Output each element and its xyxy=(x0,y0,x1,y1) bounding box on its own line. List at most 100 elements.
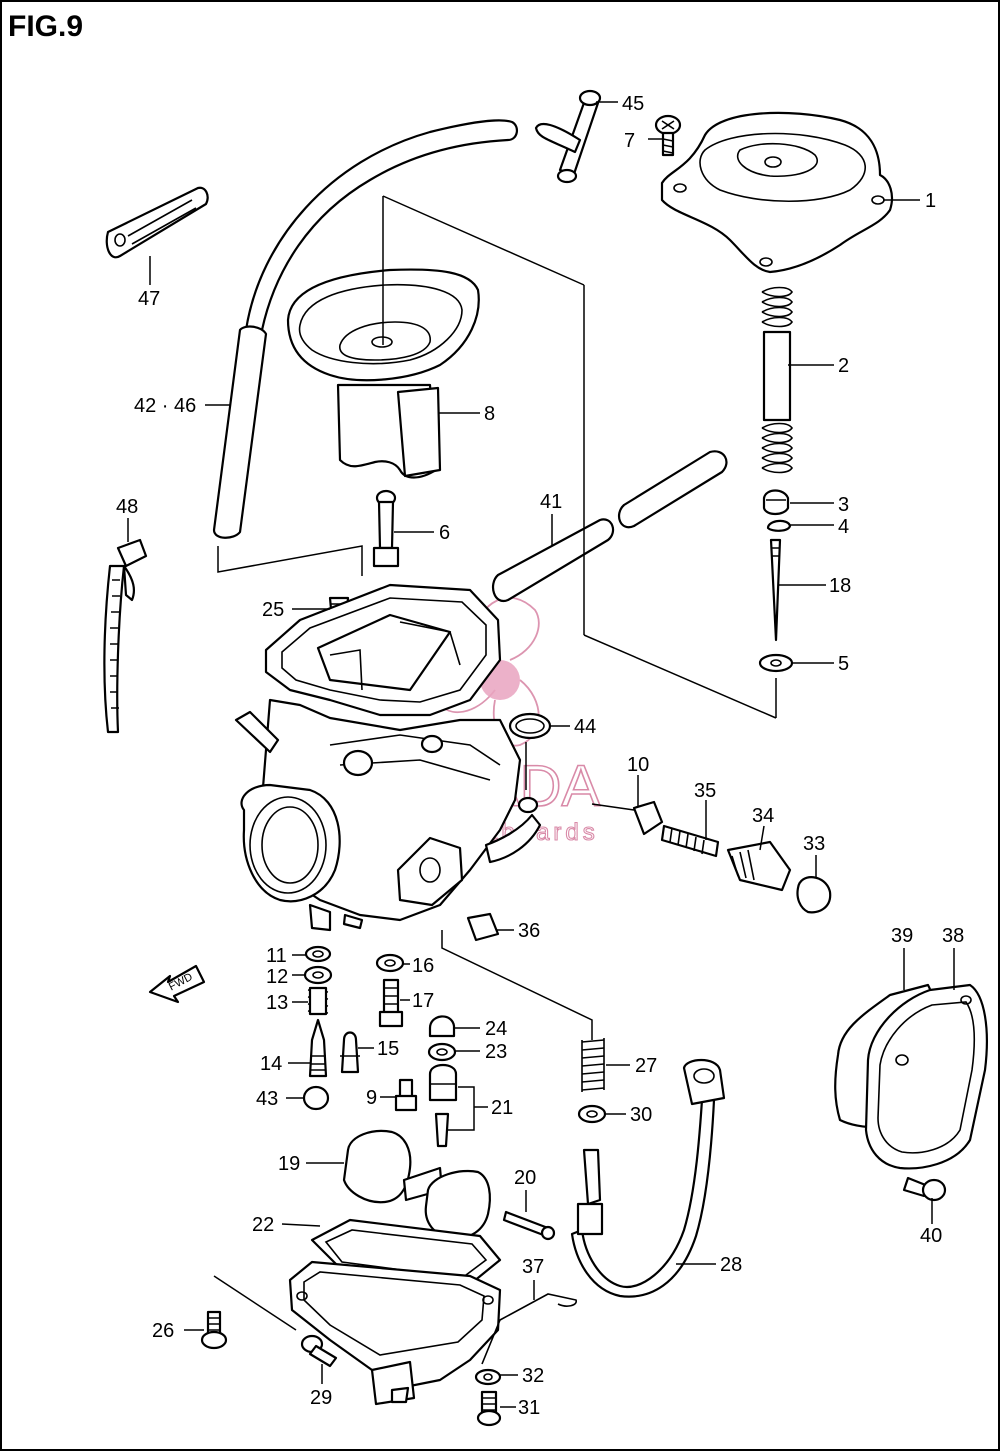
part-44-o-ring xyxy=(508,712,552,740)
callout-33: 33 xyxy=(803,833,825,855)
part-31-screw xyxy=(476,1390,502,1427)
callout-labels: 1 2 3 4 5 6 7 8 9 10 11 12 13 14 15 16 1… xyxy=(116,93,964,1419)
part-23-washer xyxy=(427,1042,457,1062)
callout-1: 1 xyxy=(925,190,936,212)
callout-27: 27 xyxy=(635,1055,657,1077)
callout-36: 36 xyxy=(518,920,540,942)
callout-6: 6 xyxy=(439,522,450,544)
callout-16: 16 xyxy=(412,955,434,977)
part-35-coils xyxy=(669,827,705,855)
callout-41: 41 xyxy=(540,491,562,513)
part-9-screw xyxy=(394,1078,418,1112)
part-43-cap xyxy=(302,1085,330,1111)
callout-45: 45 xyxy=(622,93,644,115)
forward-arrow-icon: FWD xyxy=(148,964,206,1004)
part-14-screw xyxy=(308,1018,328,1078)
part-42-46-hose xyxy=(212,119,518,539)
callout-26: 26 xyxy=(152,1320,174,1342)
part-48-cable-tie xyxy=(103,538,148,734)
part-7-screw xyxy=(654,114,682,157)
callout-8: 8 xyxy=(484,403,495,425)
callout-19: 19 xyxy=(278,1153,300,1175)
callout-23: 23 xyxy=(485,1041,507,1063)
callout-29: 29 xyxy=(310,1387,332,1409)
part-35-pilot-screw xyxy=(660,824,720,858)
part-13-spring xyxy=(307,986,329,1016)
callout-4: 4 xyxy=(838,516,849,538)
part-41-hoses xyxy=(491,450,728,603)
part-1-top-cover xyxy=(660,111,894,274)
callout-20: 20 xyxy=(514,1167,536,1189)
callout-39: 39 xyxy=(891,925,913,947)
part-32-washer xyxy=(474,1368,502,1386)
part-19-floats xyxy=(342,1129,491,1240)
callout-5: 5 xyxy=(838,653,849,675)
callout-13: 13 xyxy=(266,992,288,1014)
part-16-washer xyxy=(375,953,405,973)
part-18-jet-needle xyxy=(769,538,782,642)
callout-15: 15 xyxy=(377,1038,399,1060)
carburetor-main-body xyxy=(234,583,542,932)
callout-24: 24 xyxy=(485,1018,507,1040)
part-20-pin xyxy=(502,1210,556,1241)
callout-12: 12 xyxy=(266,966,288,988)
part-34-fitting xyxy=(726,840,792,892)
part-6-jet xyxy=(372,489,400,568)
callout-10: 10 xyxy=(627,754,649,776)
part-4-clip xyxy=(766,519,792,532)
callout-2: 2 xyxy=(838,355,849,377)
callout-18: 18 xyxy=(829,575,851,597)
part-40-screw xyxy=(902,1176,947,1202)
callout-35: 35 xyxy=(694,780,716,802)
figure-title: FIG.9 xyxy=(8,10,83,43)
part-21-float-valve xyxy=(428,1063,458,1148)
callout-37: 37 xyxy=(522,1256,544,1278)
part-47-bracket xyxy=(105,186,209,259)
exploded-view-lines xyxy=(213,195,777,1331)
callout-42-46: 42 · 46 xyxy=(134,395,196,417)
callout-14: 14 xyxy=(260,1053,282,1075)
callout-28: 28 xyxy=(720,1254,742,1276)
callout-43: 43 xyxy=(256,1088,278,1110)
part-10-sensor xyxy=(591,800,664,836)
float-bowl xyxy=(288,1260,502,1406)
leader-lines xyxy=(127,101,955,1408)
part-38-cover xyxy=(864,983,988,1170)
part-26-screw xyxy=(200,1310,228,1350)
callout-9: 9 xyxy=(366,1087,377,1109)
callout-40: 40 xyxy=(920,1225,942,1247)
part-12-washer xyxy=(303,965,333,985)
part-27-spring xyxy=(581,1038,605,1092)
callout-47: 47 xyxy=(138,288,160,310)
callout-31: 31 xyxy=(518,1397,540,1419)
callout-17: 17 xyxy=(412,990,434,1012)
part-30-washer xyxy=(577,1104,607,1124)
callout-3: 3 xyxy=(838,494,849,516)
callout-34: 34 xyxy=(752,805,774,827)
part-15-jet xyxy=(340,1031,360,1074)
callout-25: 25 xyxy=(262,599,284,621)
callout-11: 11 xyxy=(266,945,287,967)
part-29-screw xyxy=(300,1334,338,1368)
part-11-washer xyxy=(304,945,332,963)
callout-7: 7 xyxy=(624,130,635,152)
callout-30: 30 xyxy=(630,1104,652,1126)
callout-44: 44 xyxy=(574,716,596,738)
part-5-washer xyxy=(758,653,794,673)
callout-22: 22 xyxy=(252,1214,274,1236)
callout-48: 48 xyxy=(116,496,138,518)
part-28-drain-hose xyxy=(570,1058,726,1298)
callout-21: 21 xyxy=(491,1097,513,1119)
part-37-wire xyxy=(481,1293,577,1365)
part-45-t-fitting xyxy=(534,89,602,184)
part-3-retainer xyxy=(762,489,790,516)
part-36-plug xyxy=(466,912,500,942)
part-17-bolt xyxy=(378,978,404,1028)
part-2-spring xyxy=(761,286,793,474)
part-33-cap xyxy=(796,876,832,914)
part-24-cap xyxy=(428,1015,456,1038)
callout-32: 32 xyxy=(522,1365,544,1387)
callout-38: 38 xyxy=(942,925,964,947)
